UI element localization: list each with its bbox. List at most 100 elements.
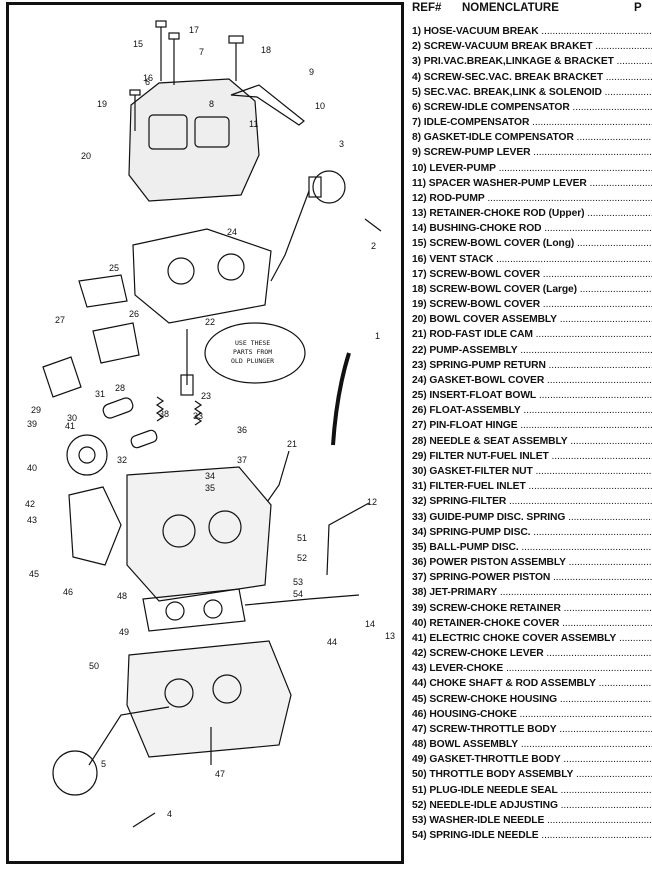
callout-47: 47 xyxy=(215,769,225,779)
leader-dots: ........................................… xyxy=(568,511,652,523)
callout-22: 22 xyxy=(205,317,215,327)
leader-dots: ........................................… xyxy=(499,587,652,599)
parts-list-item: 27) PIN-FLOAT HINGE ....................… xyxy=(412,418,652,433)
diagram-frame: USE THESE PARTS FROM OLD PLUNGER 1 2 3 4… xyxy=(6,2,404,864)
parts-list-item: 14) BUSHING-CHOKE ROD ..................… xyxy=(412,221,652,236)
parts-list-item: 15) SCREW-BOWL COVER (Long) ............… xyxy=(412,236,652,251)
header-part-number: P xyxy=(634,2,642,14)
leader-dots: ........................................… xyxy=(546,374,652,386)
callout-17: 17 xyxy=(189,25,199,35)
parts-list-item: 41) ELECTRIC CHOKE COVER ASSEMBLY ......… xyxy=(412,631,652,646)
leader-dots: ........................................… xyxy=(538,390,652,402)
leader-dots: ........................................… xyxy=(589,177,652,189)
parts-list-item: 35) BALL-PUMP DISC. ....................… xyxy=(412,540,652,555)
parts-list-item: 29) FILTER NUT-FUEL INLET ..............… xyxy=(412,449,652,464)
parts-list-item: 19) SCREW-BOWL COVER ...................… xyxy=(412,297,652,312)
callout-11: 11 xyxy=(249,119,258,129)
leader-dots: ........................................… xyxy=(559,723,652,735)
diagram-artwork xyxy=(42,20,382,828)
leader-dots: ........................................… xyxy=(496,253,652,265)
leader-dots: ........................................… xyxy=(535,329,652,341)
part-label: 27) PIN-FLOAT HINGE xyxy=(412,420,518,432)
part-label: 51) PLUG-IDLE NEEDLE SEAL xyxy=(412,784,558,796)
leader-dots: ........................................… xyxy=(541,830,652,842)
note-line-1: USE THESE xyxy=(235,339,270,347)
parts-list-item: 46) HOUSING-CHOKE ......................… xyxy=(412,707,652,722)
parts-list-item: 11) SPACER WASHER-PUMP LEVER ...........… xyxy=(412,176,652,191)
part-label: 16) VENT STACK xyxy=(412,253,494,265)
callout-34: 34 xyxy=(205,471,215,481)
parts-list-item: 25) INSERT-FLOAT BOWL ..................… xyxy=(412,388,652,403)
part-label: 34) SPRING-PUMP DISC. xyxy=(412,526,531,538)
part-label: 46) HOUSING-CHOKE xyxy=(412,708,517,720)
callout-44: 44 xyxy=(327,637,337,647)
part-label: 44) CHOKE SHAFT & ROD ASSEMBLY xyxy=(412,678,596,690)
callout-3: 3 xyxy=(339,139,344,149)
parts-list-item: 16) VENT STACK .........................… xyxy=(412,252,652,267)
callout-8: 8 xyxy=(209,99,214,109)
part-label: 23) SPRING-PUMP RETURN xyxy=(412,359,546,371)
part-label: 38) JET-PRIMARY xyxy=(412,587,498,599)
part-label: 15) SCREW-BOWL COVER (Long) xyxy=(412,238,575,250)
callout-10: 10 xyxy=(315,101,325,111)
callout-49: 49 xyxy=(119,627,129,637)
leader-dots: ........................................… xyxy=(563,602,652,614)
parts-list-item: 39) SCREW-CHOKE RETAINER ...............… xyxy=(412,601,652,616)
callout-35: 35 xyxy=(205,483,215,493)
leader-dots: ........................................… xyxy=(528,481,652,493)
leader-dots: ........................................… xyxy=(562,617,652,629)
parts-list-item: 6) SCREW-IDLE COMPENSATOR ..............… xyxy=(412,100,652,115)
part-label: 20) BOWL COVER ASSEMBLY xyxy=(412,314,557,326)
leader-dots: ........................................… xyxy=(576,132,652,144)
part-label: 19) SCREW-BOWL COVER xyxy=(412,299,541,311)
part-label: 9) SCREW-PUMP LEVER xyxy=(412,147,531,159)
part-label: 50) THROTTLE BODY ASSEMBLY xyxy=(412,769,574,781)
leader-dots: ........................................… xyxy=(542,268,652,280)
leader-dots: ........................................… xyxy=(595,41,652,53)
callout-29: 29 xyxy=(31,405,41,415)
leader-dots: ........................................… xyxy=(541,26,652,37)
part-label: 49) GASKET-THROTTLE BODY xyxy=(412,754,561,766)
part-label: 30) GASKET-FILTER NUT xyxy=(412,465,533,477)
parts-list-item: 47) SCREW-THROTTLE BODY ................… xyxy=(412,722,652,737)
header-nomenclature: NOMENCLATURE xyxy=(462,2,559,14)
parts-list-item: 51) PLUG-IDLE NEEDLE SEAL ..............… xyxy=(412,783,652,798)
leader-dots: ........................................… xyxy=(576,238,652,250)
parts-list-item: 48) BOWL ASSEMBLY ......................… xyxy=(412,737,652,752)
callout-13: 13 xyxy=(385,631,395,641)
callout-36: 36 xyxy=(237,425,247,435)
parts-list-item: 37) SPRING-POWER PISTON ................… xyxy=(412,570,652,585)
parts-list-item: 7) IDLE-COMPENSATOR ....................… xyxy=(412,115,652,130)
part-label: 25) INSERT-FLOAT BOWL xyxy=(412,390,537,402)
parts-list-item: 34) SPRING-PUMP DISC. ..................… xyxy=(412,525,652,540)
callout-18: 18 xyxy=(261,45,271,55)
callout-43: 43 xyxy=(27,515,37,525)
part-label: 14) BUSHING-CHOKE ROD xyxy=(412,223,542,235)
part-label: 24) GASKET-BOWL COVER xyxy=(412,374,545,386)
leader-dots: ........................................… xyxy=(560,799,652,811)
callout-numbers: 1 2 3 4 5 6 7 8 9 10 11 12 13 14 15 16 1… xyxy=(25,25,395,819)
part-label: 21) ROD-FAST IDLE CAM xyxy=(412,329,533,341)
note-line-3: OLD PLUNGER xyxy=(231,357,274,365)
callout-38: 38 xyxy=(159,409,169,419)
parts-list-item: 54) SPRING-IDLE NEEDLE .................… xyxy=(412,828,652,843)
leader-dots: ........................................… xyxy=(546,648,652,660)
callout-26: 26 xyxy=(129,309,139,319)
leader-dots: ........................................… xyxy=(535,465,652,477)
callout-46: 46 xyxy=(63,587,73,597)
callout-53: 53 xyxy=(293,577,303,587)
parts-list-item: 33) GUIDE-PUMP DISC. SPRING ............… xyxy=(412,510,652,525)
parts-list-item: 10) LEVER-PUMP .........................… xyxy=(412,161,652,176)
parts-list-item: 31) FILTER-FUEL INLET ..................… xyxy=(412,479,652,494)
leader-dots: ........................................… xyxy=(568,557,652,569)
parts-list-item: 24) GASKET-BOWL COVER ..................… xyxy=(412,373,652,388)
callout-12: 12 xyxy=(367,497,377,507)
callout-51: 51 xyxy=(297,533,307,543)
leader-dots: ........................................… xyxy=(544,223,652,235)
parts-list-item: 36) POWER PISTON ASSEMBLY ..............… xyxy=(412,555,652,570)
callout-15: 15 xyxy=(133,39,143,49)
part-label: 52) NEEDLE-IDLE ADJUSTING xyxy=(412,799,558,811)
part-label: 3) PRI.VAC.BREAK,LINKAGE & BRACKET xyxy=(412,56,614,68)
callout-32: 32 xyxy=(117,455,127,465)
part-label: 26) FLOAT-ASSEMBLY xyxy=(412,405,521,417)
